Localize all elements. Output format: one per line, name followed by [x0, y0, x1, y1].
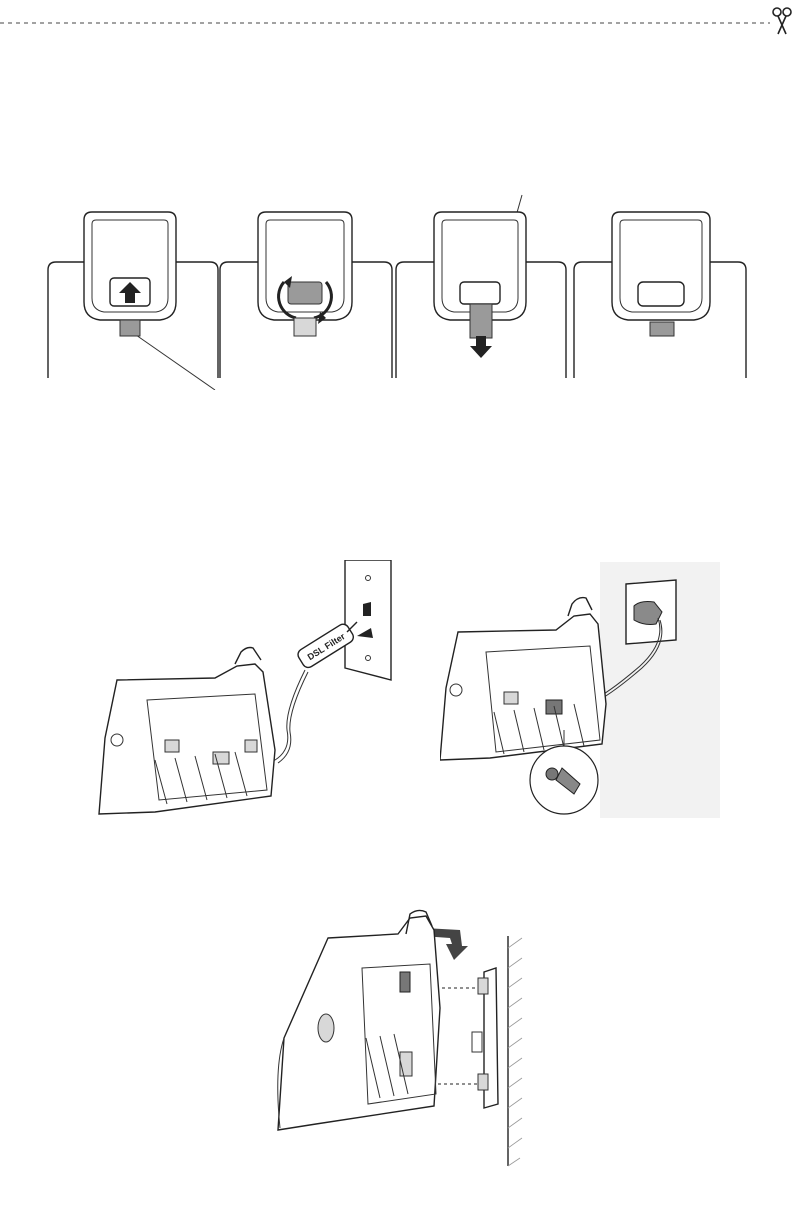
step-3-panel — [396, 212, 566, 378]
wall-surface — [508, 936, 522, 1166]
wall-mount-bracket — [472, 968, 498, 1108]
phone-line-connection-illustration: DSL Filter — [95, 560, 415, 820]
telephone-base — [99, 648, 275, 815]
wall-jack-plate — [345, 560, 391, 680]
power-outlet — [626, 580, 676, 644]
telephone-base-power — [440, 598, 606, 760]
arrow-down-icon — [470, 336, 492, 358]
step-1-panel — [48, 212, 218, 378]
step-2-panel — [220, 212, 392, 378]
scissors-icon — [770, 6, 794, 36]
wall-mount-illustration — [270, 908, 540, 1170]
power-connection-illustration — [440, 562, 724, 822]
cut-line — [0, 0, 794, 40]
tab-steps-illustration — [40, 190, 760, 390]
step-4-panel — [574, 212, 746, 378]
telephone-base-wall — [278, 910, 440, 1130]
